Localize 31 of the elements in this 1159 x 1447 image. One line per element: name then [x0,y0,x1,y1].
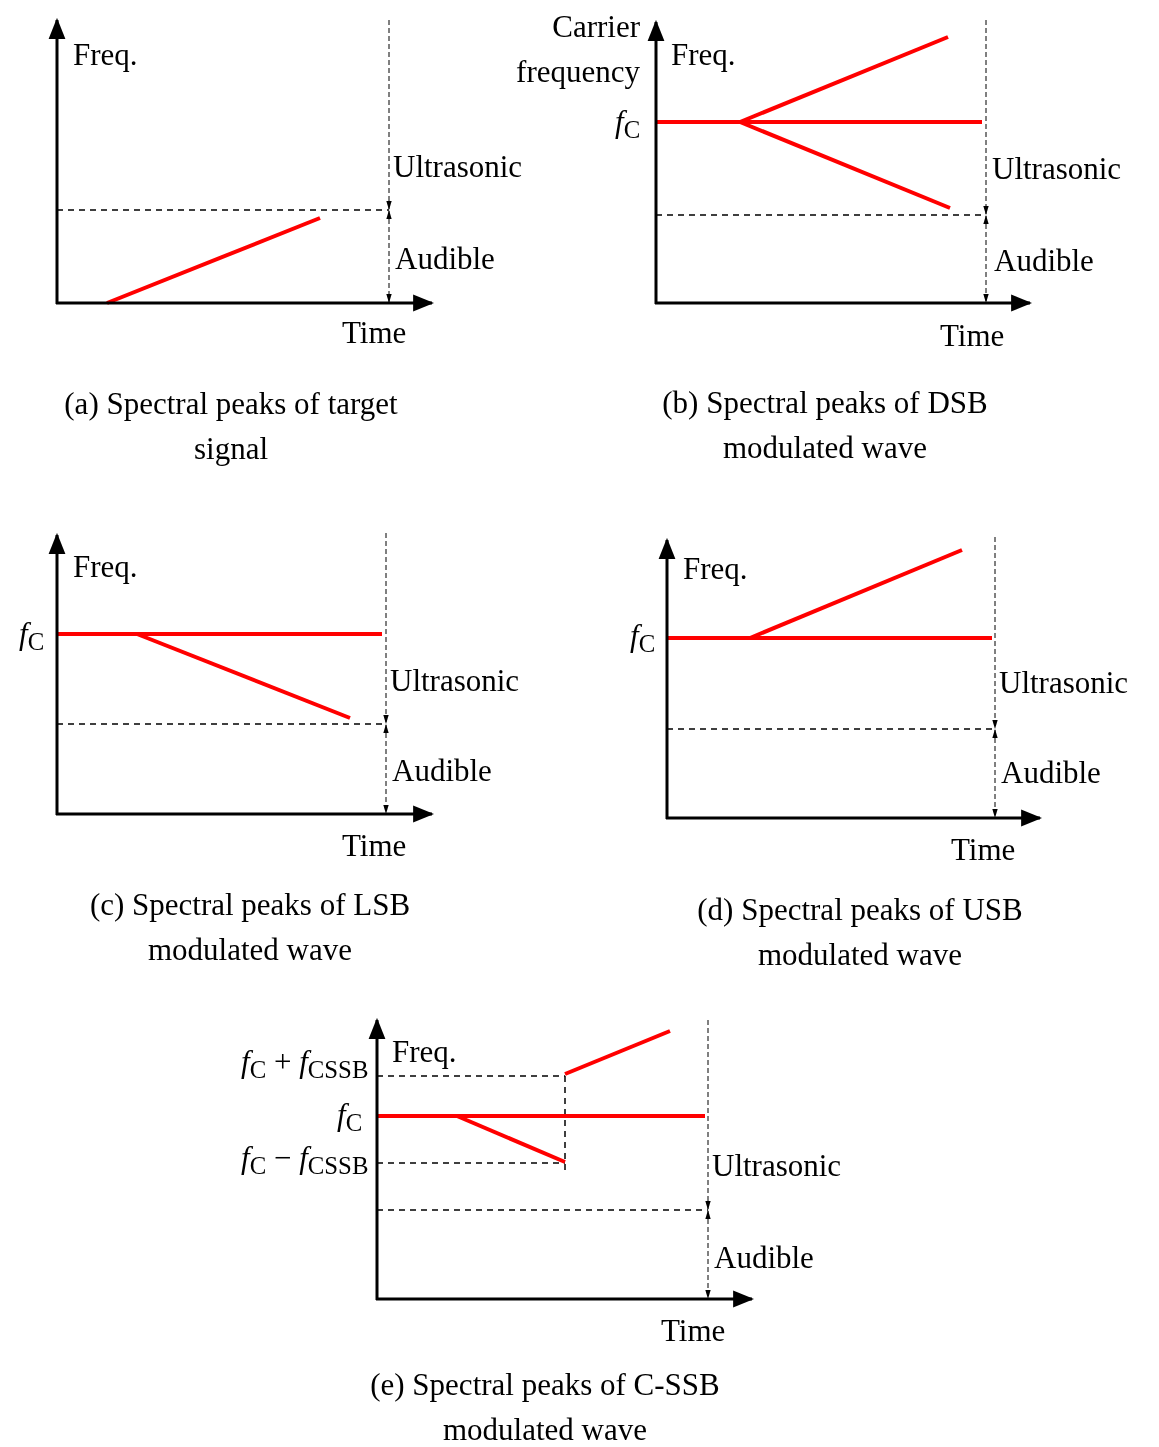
region-label: Ultrasonic [393,147,523,186]
tick-label: f$_{C}$ − f$_{CSSB}$ [241,1139,369,1182]
axis-label: Freq. [683,549,748,588]
tick-label: f$_{C}$ + f$_{CSSB}$ [241,1043,369,1086]
axis-label: Freq. [73,547,138,586]
axis-label: Freq. [392,1032,457,1071]
caption: (a) Spectral peaks of target signal [63,385,399,468]
axis-label: Time [951,830,1016,869]
caption: (d) Spectral peaks of USB modulated wave [696,891,1024,974]
region-label: Audible [1001,753,1101,792]
region-label: Ultrasonic [390,661,520,700]
region-label: Audible [714,1238,814,1277]
tick-label: f$_{C}$ [630,617,656,660]
caption: (c) Spectral peaks of LSB modulated wave [88,886,412,969]
axis-label: Time [661,1311,726,1350]
region-label: Ultrasonic [992,149,1122,188]
axis-label: Freq. [671,35,736,74]
caption: (e) Spectral peaks of C-SSB modulated wave [369,1366,721,1447]
axis-label: Freq. [73,35,138,74]
tick-label: f$_{C}$ [19,615,45,658]
region-label: Audible [994,241,1094,280]
caption: (b) Spectral peaks of DSB modulated wave [661,384,989,467]
tick-label: f$_{C}$ [615,103,641,146]
region-label: Ultrasonic [712,1146,842,1185]
region-label: Audible [392,751,492,790]
axis-label: Time [342,313,407,352]
region-label: Ultrasonic [999,663,1129,702]
tick-label: f$_{C}$ [337,1096,363,1139]
region-label: Audible [395,239,495,278]
axis-label: Time [940,316,1005,355]
axis-label: Time [342,826,407,865]
